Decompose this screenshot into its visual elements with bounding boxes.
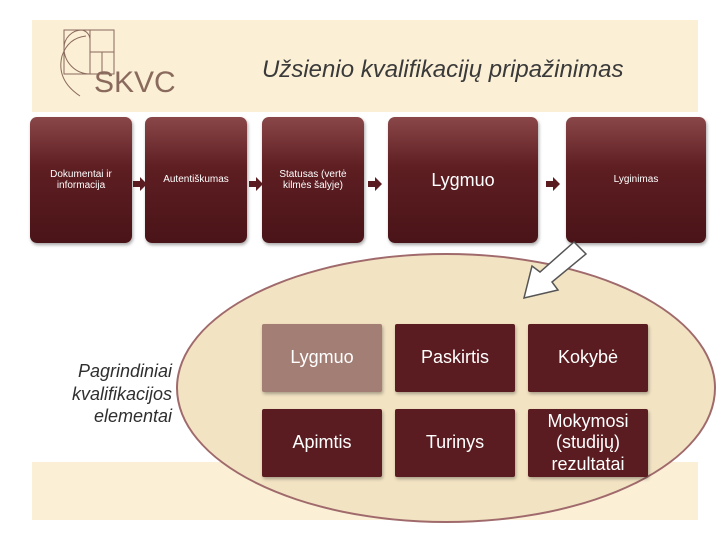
step-label: Autentiškumas: [163, 174, 229, 186]
step-authenticity: Autentiškumas: [145, 117, 247, 243]
step-label: Lyginimas: [613, 174, 659, 186]
element-level: Lygmuo: [262, 324, 382, 392]
step-comparison: Lyginimas: [566, 117, 706, 243]
step-level: Lygmuo: [388, 117, 538, 243]
skvc-logo-icon: SKVC: [60, 29, 176, 99]
element-learning-outcomes: Mokymosi (studijų) rezultatai: [528, 409, 648, 477]
page-title: Užsienio kvalifikacijų pripažinimas: [262, 56, 624, 83]
step-label: Lygmuo: [431, 169, 495, 190]
element-content: Turinys: [395, 409, 515, 477]
element-quality: Kokybė: [528, 324, 648, 392]
element-purpose: Paskirtis: [395, 324, 515, 392]
element-volume: Apimtis: [262, 409, 382, 477]
step-status: Statusas (vertė kilmės šalyje): [262, 117, 364, 243]
step-label: Statusas (vertė kilmės šalyje): [279, 168, 347, 192]
step-label: Dokumentai ir informacija: [50, 168, 112, 192]
arrow-right-icon: [249, 177, 263, 191]
logo-text: SKVC: [94, 66, 176, 99]
arrow-right-icon: [133, 177, 147, 191]
elements-section-label: Pagrindiniai kvalifikacijos elementai: [71, 361, 172, 426]
header-band: [32, 20, 698, 112]
arrow-right-icon: [546, 177, 560, 191]
down-left-arrow-icon: [522, 240, 588, 300]
arrow-right-icon: [368, 177, 382, 191]
step-documents: Dokumentai ir informacija: [30, 117, 132, 243]
